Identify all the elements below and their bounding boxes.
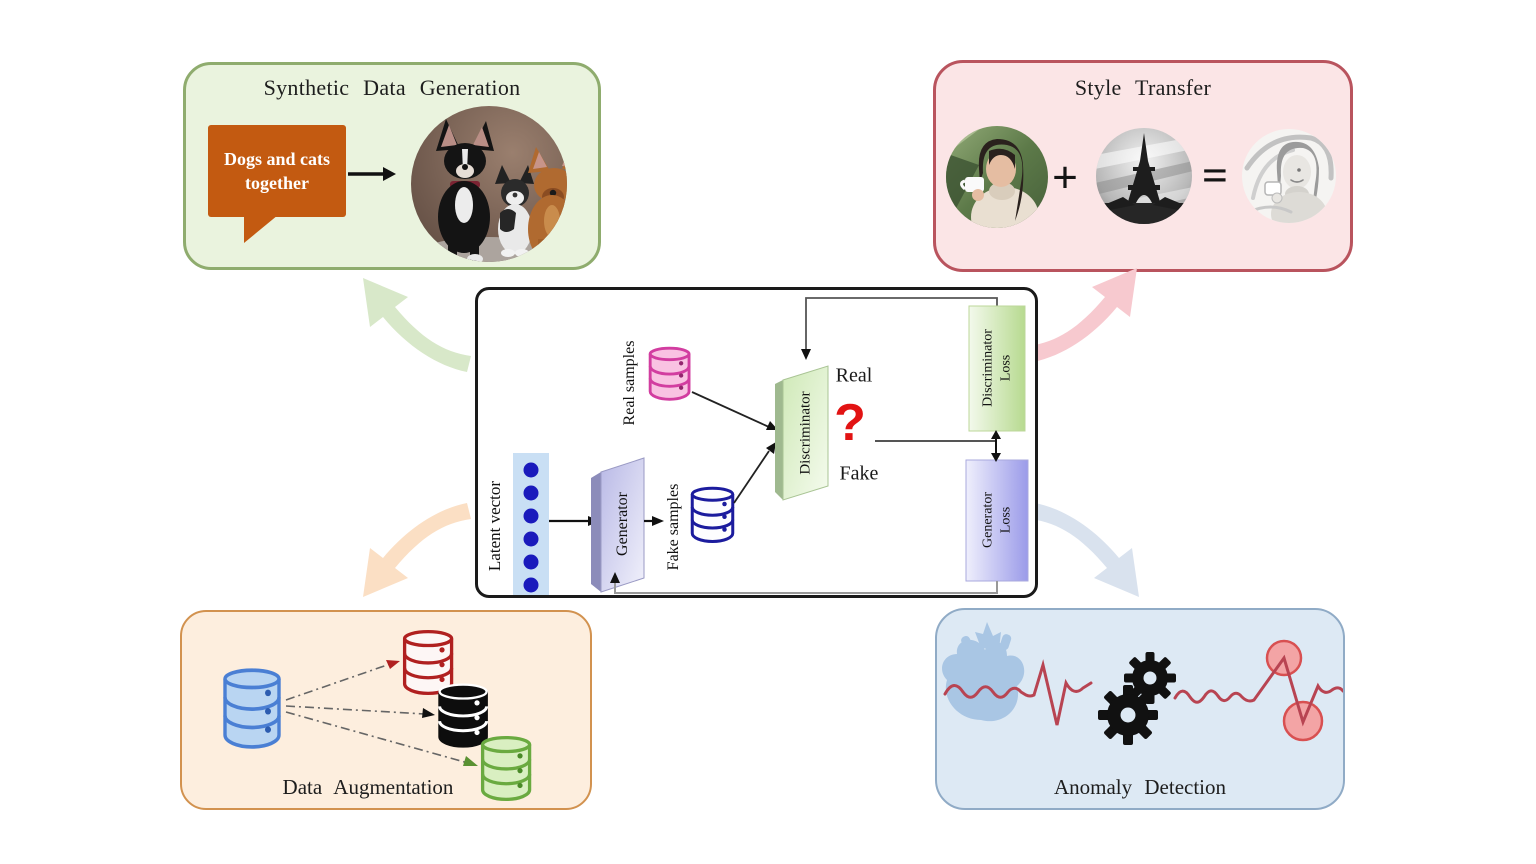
discriminator-loss-box-icon [968, 305, 1026, 432]
real-samples-label: Real samples [621, 340, 638, 426]
generator-label: Generator [614, 492, 631, 556]
synthetic-title: Synthetic Data Generation [263, 75, 521, 100]
discriminator-label: Discriminator [797, 391, 814, 475]
right-arrow-icon [348, 167, 396, 181]
real-samples-database-icon [648, 346, 691, 401]
plus-sign: + [1051, 151, 1079, 203]
question-mark: ? [834, 394, 866, 452]
latent-vector-label: Latent vector [485, 480, 504, 572]
generated-pets-image-icon [411, 106, 567, 262]
augmented-database-red-icon [402, 629, 454, 696]
synthetic-data-generation-panel: Synthetic Data Generation Dogs and cats … [183, 62, 601, 270]
augmented-database-green-icon [480, 735, 532, 802]
anomaly-title: Anomaly Detection [1053, 775, 1227, 799]
augmentation-graphics [223, 629, 532, 802]
generator-block-icon [591, 457, 645, 593]
anomaly-graphics [942, 622, 1343, 745]
anomaly-signal-line-icon [1173, 654, 1343, 727]
data-augmentation-panel: Data Augmentation [180, 610, 592, 810]
prompt-text: Dogs and cats together [223, 148, 330, 193]
result-image-icon [1242, 129, 1336, 223]
fake-output-label: Fake [839, 462, 879, 485]
discriminator-block-icon [775, 365, 829, 501]
augmented-database-black-icon [438, 683, 489, 748]
arrow-to-augmentation-icon [363, 503, 471, 597]
content-image-icon [946, 126, 1048, 228]
discriminator-loss-label: Discriminator Loss [980, 329, 1014, 407]
arrow-to-anomaly-icon [1031, 503, 1139, 597]
source-database-icon [223, 668, 281, 749]
speech-bubble: Dogs and cats together [208, 125, 346, 217]
real-output-label: Real [835, 364, 873, 387]
fake-samples-label: Fake samples [665, 483, 682, 571]
ecg-line-icon [943, 659, 1093, 726]
gear-large-icon [1098, 685, 1158, 745]
gan-diagram-graphics [513, 297, 1029, 595]
style-image-icon [1096, 128, 1192, 224]
style-title: Style Transfer [1074, 75, 1212, 100]
anomaly-detection-panel: Anomaly Detection [935, 608, 1345, 810]
heart-icon [942, 622, 1025, 722]
arrow-to-synthetic-icon [363, 278, 471, 372]
augmentation-title: Data Augmentation [282, 775, 454, 799]
latent-vector-icon [513, 453, 549, 595]
equals-sign: = [1201, 149, 1229, 201]
generator-loss-label: Generator Loss [980, 492, 1014, 548]
speech-bubble-tail-icon [244, 215, 278, 243]
arrow-to-style-icon [1029, 268, 1137, 362]
gan-architecture-panel: Latent vector Generator Fake samples Rea… [475, 287, 1038, 598]
gear-small-icon [1124, 652, 1176, 704]
style-transfer-panel: Style Transfer + [933, 60, 1353, 272]
fake-samples-database-icon [690, 486, 735, 544]
